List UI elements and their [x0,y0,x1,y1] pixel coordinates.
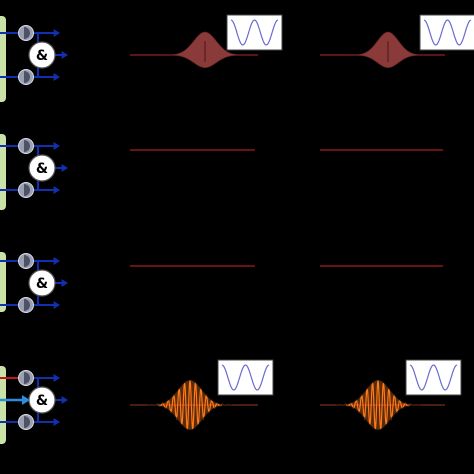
detector-shade [24,184,30,196]
and-gate-icon [28,269,56,297]
and-gate-icon [28,386,56,414]
detector-shade [24,27,30,39]
gate-symbol: & [36,48,48,64]
gate-block-3: & [0,252,68,313]
wire-arrowhead [53,418,60,426]
wire-arrowhead [53,374,60,382]
inset-row-1-left [226,14,283,51]
side-panel [0,252,6,312]
pulse-row-1-left [130,31,259,68]
pulse-envelope-bottom [320,404,445,431]
gate-symbol: & [36,276,48,292]
inset-row-4-right [405,359,462,396]
detector-shade [24,140,30,152]
wire-arrowhead [53,186,60,194]
pulse-row-1-right [320,31,445,68]
and-gate-icon [28,154,56,182]
wire-arrowhead [61,279,68,287]
inset-sine-curve [409,364,458,391]
detector-shade [24,416,30,428]
inset-frame [226,14,283,51]
pulse-envelope [320,31,445,68]
wire-arrowhead [53,142,60,150]
wire-arrowhead [53,257,60,265]
wire-arrowhead [61,396,68,404]
input-arrowhead [22,395,30,405]
wire-arrowhead [53,301,60,309]
inset-sine-curve [423,19,472,46]
detector-shade [24,255,30,267]
pulse-row-4-right [320,379,445,431]
side-panel [0,16,6,102]
detector-shade [24,71,30,83]
pulse-envelope [130,31,259,68]
inset-sine-curve [230,19,279,46]
pulse-envelope-bottom [130,404,258,431]
inset-frame [405,359,462,396]
wire-arrowhead [53,73,60,81]
inset-frame [217,359,274,396]
pulse-row-4-left [130,379,258,431]
detector-shade [24,372,30,384]
gate-symbol: & [36,393,48,409]
inset-sine-curve [221,364,270,391]
gate-block-1: & [0,16,68,102]
wire-arrowhead [53,29,60,37]
gate-block-2: & [0,134,68,210]
wire-arrowhead [61,164,68,172]
and-gate-icon [28,41,56,69]
side-panel [0,366,6,444]
inset-row-1-right [419,14,474,51]
gate-block-4: & [0,366,68,444]
inset-row-4-left [217,359,274,396]
gate-symbol: & [36,161,48,177]
wire-arrowhead [61,51,68,59]
detector-shade [24,299,30,311]
